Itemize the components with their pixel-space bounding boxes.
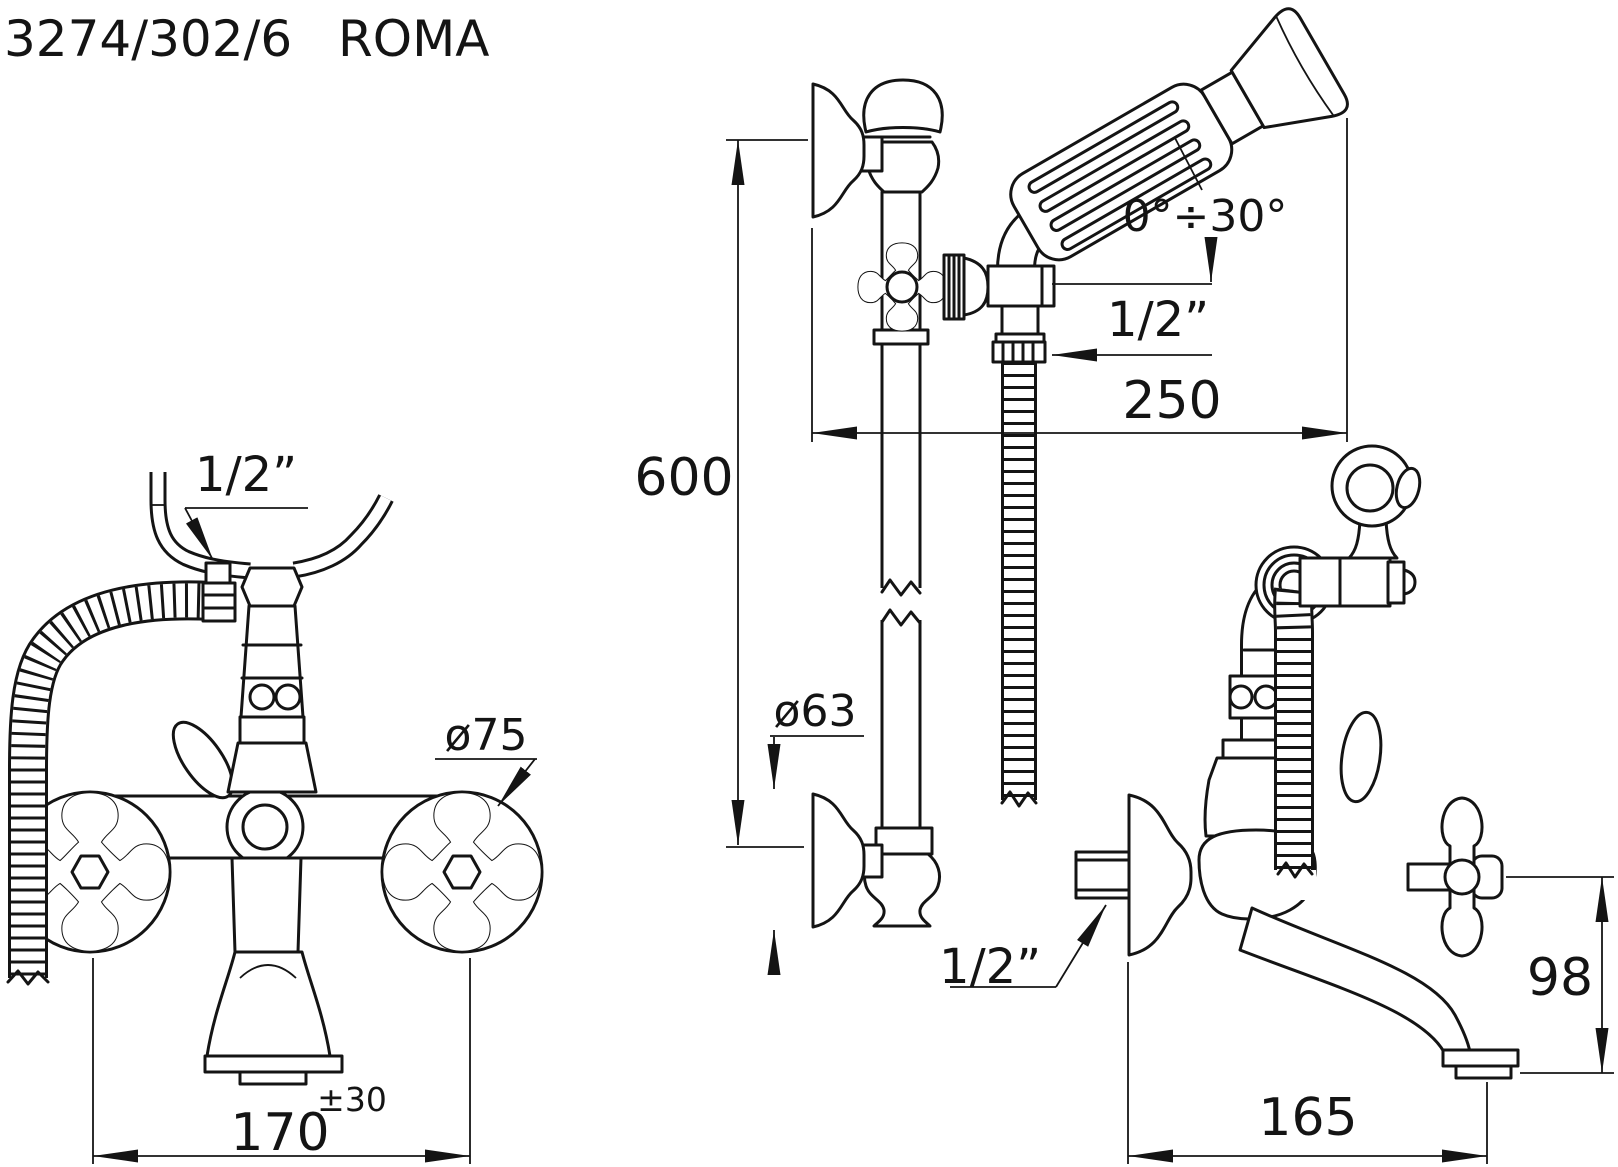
spout-height-dim: 98 (1527, 948, 1593, 1008)
front-center-distance: 170 (230, 1103, 329, 1163)
flange-dia-label: ø63 (774, 686, 857, 737)
front-hose (4, 580, 213, 1004)
spout-reach-dim: 165 (1258, 1088, 1357, 1148)
hose-connection-label: 1/2” (1107, 292, 1209, 348)
side-wall-flange (1127, 793, 1193, 957)
diverter-lever (171, 720, 235, 800)
cradle-hook (1394, 466, 1422, 510)
pivot-angle-label: 0°÷30° (1123, 191, 1288, 242)
bar-height-dim: 600 (634, 448, 733, 508)
top-wall-flange (811, 82, 866, 219)
title-model: 3274/302/6 (4, 10, 292, 68)
front-view: 1/2” ø75 170 ±30 (4, 447, 544, 1164)
bottom-wall-flange (811, 792, 866, 929)
projection-dim: 250 (1122, 371, 1221, 431)
holder-arm (1298, 556, 1392, 608)
side-hose (1273, 587, 1316, 900)
front-tolerance: ±30 (317, 1080, 387, 1119)
rail-hose (999, 362, 1041, 826)
front-rosette-label: ø75 (445, 710, 528, 761)
front-connection-label: 1/2” (195, 447, 297, 503)
title-name: ROMA (338, 10, 489, 68)
handshower (1009, 7, 1349, 262)
wall-bar (876, 190, 926, 830)
holder-block (986, 264, 1056, 308)
rail-view: 600 250 0°÷30° 1/2” ø63 (634, 7, 1349, 975)
inlet-label: 1/2” (939, 939, 1041, 995)
side-view: 1/2” 98 165 (939, 444, 1614, 1164)
bar-top-knob (862, 78, 944, 134)
side-spout (1238, 906, 1472, 1054)
side-diverter-lever (1339, 710, 1383, 804)
tub-spout (230, 856, 303, 954)
half-inch-nut (204, 561, 232, 585)
hose-nut (991, 340, 1047, 364)
